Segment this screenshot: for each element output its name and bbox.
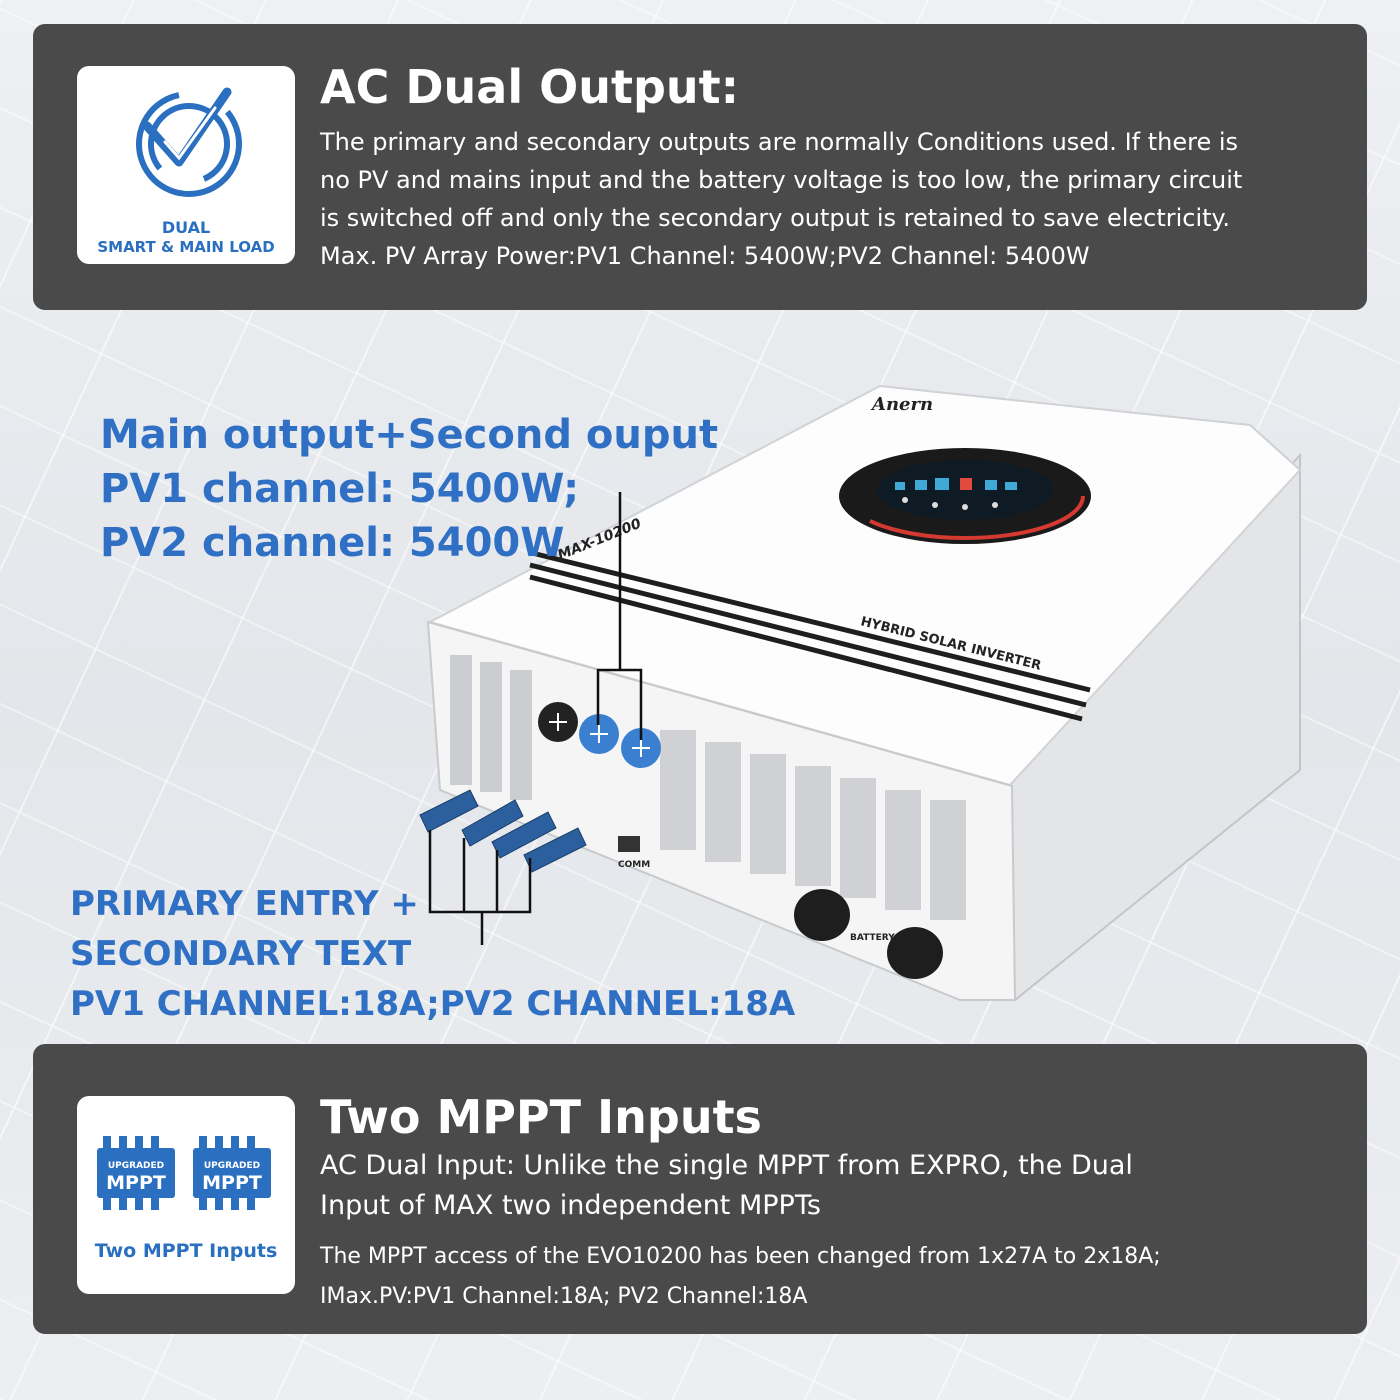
comm-port	[618, 836, 640, 852]
svg-text:MPPT: MPPT	[106, 1172, 166, 1194]
output-callout-line-2: PV1 channel: 5400W;	[100, 466, 580, 512]
ac-dual-output-line-3: is switched off and only the secondary o…	[320, 204, 1230, 232]
brand-logo: Anern	[870, 394, 933, 415]
ac-dual-output-title: AC Dual Output:	[320, 60, 740, 114]
mppt-chip-icon: UPGRADED MPPT UPGRADED MPPT	[97, 1136, 271, 1210]
ac-dual-output-line-1: The primary and secondary outputs are no…	[320, 128, 1239, 156]
svg-text:UPGRADED: UPGRADED	[204, 1161, 260, 1171]
output-callout-line-1: Main output+Second ouput	[100, 412, 719, 458]
ac-dual-output-line-2: no PV and mains input and the battery vo…	[320, 166, 1243, 194]
two-mppt-title: Two MPPT Inputs	[320, 1090, 762, 1144]
svg-text:MPPT: MPPT	[202, 1172, 262, 1194]
svg-text:COMM: COMM	[618, 860, 650, 870]
input-callout-line-2: SECONDARY TEXT	[70, 934, 412, 974]
two-mppt-line-4: IMax.PV:PV1 Channel:18A; PV2 Channel:18A	[320, 1284, 808, 1309]
svg-text:UPGRADED: UPGRADED	[108, 1161, 164, 1171]
input-callout-line-1: PRIMARY ENTRY +	[70, 884, 419, 924]
badge-line-1: DUAL	[161, 218, 211, 237]
badge-line-2: SMART & MAIN LOAD	[97, 238, 275, 256]
svg-text:BATTERY: BATTERY	[850, 933, 895, 943]
two-mppt-panel: UPGRADED MPPT UPGRADED MPPT Two MPPT Inp…	[33, 1044, 1367, 1334]
two-mppt-badge: UPGRADED MPPT UPGRADED MPPT Two MPPT Inp…	[77, 1096, 295, 1294]
two-mppt-line-2: Input of MAX two independent MPPTs	[320, 1190, 821, 1221]
two-mppt-line-3: The MPPT access of the EVO10200 has been…	[320, 1244, 1161, 1269]
check-circle-icon	[136, 87, 242, 197]
dual-load-badge: DUAL SMART & MAIN LOAD	[77, 66, 295, 264]
mppt-badge-caption: Two MPPT Inputs	[94, 1240, 278, 1262]
battery-port-positive	[794, 889, 850, 941]
battery-port-negative	[887, 927, 943, 979]
ac-dual-output-line-4: Max. PV Array Power:PV1 Channel: 5400W;P…	[320, 242, 1090, 270]
output-callout-line-3: PV2 channel: 5400W	[100, 520, 565, 566]
two-mppt-line-1: AC Dual Input: Unlike the single MPPT fr…	[320, 1150, 1133, 1181]
ac-dual-output-panel: DUAL SMART & MAIN LOAD AC Dual Output: T…	[33, 24, 1367, 310]
input-callout-line-3: PV1 CHANNEL:18A;PV2 CHANNEL:18A	[70, 984, 796, 1024]
